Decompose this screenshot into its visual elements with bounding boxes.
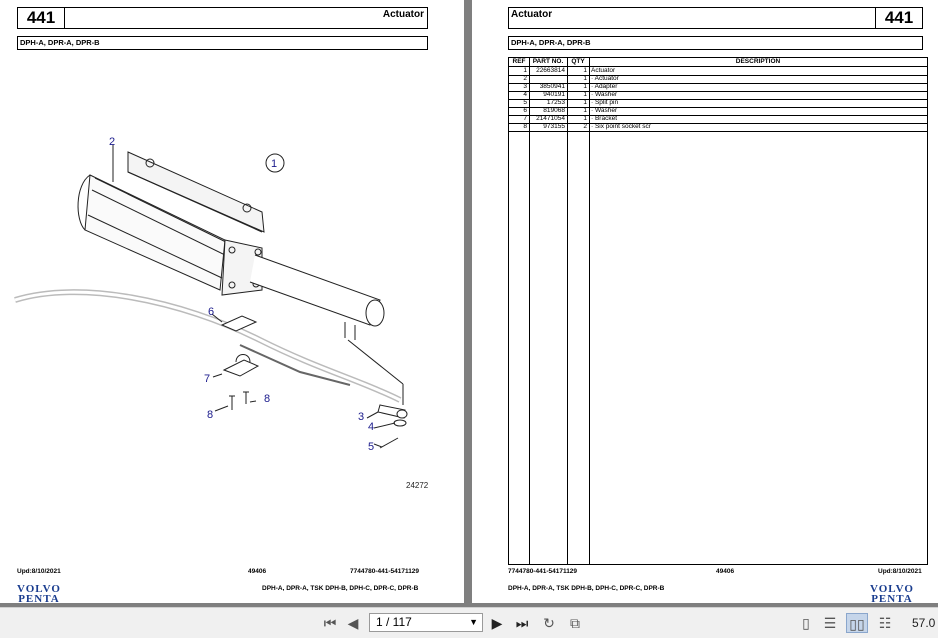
single-page-icon[interactable]: ▯: [802, 615, 810, 631]
cell-part-no: 973155: [543, 123, 565, 130]
table-row: 6 819068 1 · Washer: [509, 107, 927, 116]
footer-updated: Upd:8/10/2021: [17, 568, 61, 575]
zoom-level[interactable]: 57.0: [912, 616, 936, 630]
fit-icon[interactable]: ⧉: [570, 615, 580, 631]
cell-description: · Six point socket scr: [591, 123, 651, 130]
table-row: 1 22663814 1 Actuator: [509, 67, 927, 76]
section-title: Actuator: [382, 9, 424, 20]
cell-description: · Washer: [591, 91, 618, 98]
exploded-diagram: 2 1 6 7 8 8 3 4 5 24272: [14, 136, 429, 490]
split-pin-5: [379, 437, 399, 449]
cell-description: · Washer: [591, 107, 618, 114]
cell-ref: 5: [523, 99, 527, 106]
cell-part-no: 17253: [546, 99, 565, 106]
first-page-icon[interactable]: ⏮: [323, 615, 337, 631]
callout-circle-1: [265, 153, 285, 173]
cell-qty: 1: [583, 99, 587, 106]
chevron-down-icon: ▼: [469, 617, 478, 627]
models-header: DPH-A, DPR-A, DPR-B: [17, 36, 428, 50]
table-row: 4 940191 1 · Washer: [509, 91, 927, 100]
table-row: 5 17253 1 · Split pin: [509, 99, 927, 108]
callout-4: 4: [368, 421, 374, 433]
callout-2: 2: [109, 136, 115, 148]
figure-number: 24272: [406, 481, 429, 490]
cell-part-no: 21471054: [536, 115, 565, 122]
rotate-icon[interactable]: ↻: [543, 615, 555, 631]
callout-8a: 8: [207, 409, 213, 421]
actuator-rod: [249, 254, 381, 326]
cell-ref: 8: [523, 123, 527, 130]
callout-7: 7: [204, 373, 210, 385]
table-row: 7 21471054 1 · Bracket: [509, 115, 927, 124]
header-description: DESCRIPTION: [735, 58, 781, 65]
callout-5: 5: [368, 441, 374, 453]
callout-1: 1: [271, 158, 277, 170]
prev-page-icon[interactable]: ◀: [347, 615, 359, 631]
section-title: Actuator: [511, 9, 553, 20]
bracket-7: [222, 359, 260, 377]
right-page: Actuator 441 DPH-A, DPR-A, DPR-B REF PAR…: [472, 0, 938, 605]
page-selector[interactable]: 1 / 117 ▼: [369, 613, 483, 632]
table-row: 2 1 · Actuator: [509, 75, 927, 84]
footer-doc-ref: 7744780-441-54171129: [508, 568, 578, 575]
footer-updated: Upd:8/10/2021: [878, 568, 922, 575]
cell-ref: 3: [523, 83, 527, 90]
next-page-icon[interactable]: ▶: [491, 615, 503, 631]
continuous-icon[interactable]: ☰: [823, 615, 837, 631]
callout-6: 6: [208, 306, 214, 318]
section-number: 441: [875, 8, 922, 28]
header-part-no: PART NO.: [532, 58, 564, 65]
page-header: Actuator 441: [508, 7, 923, 29]
screw-8b: [243, 391, 249, 404]
cell-description: Actuator: [591, 67, 616, 74]
table-row: 8 973155 2 · Six point socket scr: [509, 123, 927, 132]
cell-qty: 1: [583, 107, 587, 114]
callout-8b: 8: [264, 393, 270, 405]
cell-qty: 1: [583, 91, 587, 98]
cell-part-no: 3850941: [539, 83, 565, 90]
cell-qty: 1: [583, 75, 587, 82]
table-row: 3 3850941 1 · Adapter: [509, 83, 927, 92]
cell-ref: 2: [523, 75, 527, 82]
cell-qty: 1: [583, 83, 587, 90]
cell-qty: 1: [583, 115, 587, 122]
cell-description: · Adapter: [591, 83, 618, 90]
footer-models: DPH-A, DPR-A, TSK DPH-B, DPH-C, DPR-C, D…: [262, 585, 419, 592]
cell-part-no: 940191: [543, 91, 565, 98]
cell-ref: 7: [523, 115, 527, 122]
last-page-icon[interactable]: ⏭: [515, 615, 529, 631]
page-header: 441 Actuator: [17, 7, 428, 29]
cell-ref: 4: [523, 91, 527, 98]
page-indicator: 1 / 117: [376, 615, 412, 629]
left-page: 441 Actuator DPH-A, DPR-A, DPR-B: [0, 0, 464, 605]
washer-4: [393, 419, 407, 427]
cell-qty: 2: [583, 123, 587, 130]
cell-part-no: 22663814: [536, 67, 565, 74]
cell-part-no: 819068: [543, 107, 565, 114]
cell-description: · Bracket: [591, 115, 618, 122]
table-header: REF PART NO. QTY DESCRIPTION: [509, 58, 927, 67]
header-ref: REF: [512, 58, 526, 65]
footer-code: 49406: [716, 568, 735, 575]
footer-models: DPH-A, DPR-A, TSK DPH-B, DPH-C, DPR-C, D…: [508, 585, 665, 592]
cell-description: · Split pin: [591, 99, 619, 106]
cell-description: · Actuator: [591, 75, 619, 82]
cell-ref: 6: [523, 107, 527, 114]
footer-code: 49406: [248, 568, 267, 575]
section-number: 441: [18, 8, 65, 28]
models-header: DPH-A, DPR-A, DPR-B: [508, 36, 923, 50]
header-qty: QTY: [571, 58, 585, 65]
footer-doc-ref: 7744780-441-54171129: [350, 568, 420, 575]
two-page-continuous-icon[interactable]: ☷: [878, 615, 892, 631]
cell-ref: 1: [523, 67, 527, 74]
screw-8a: [229, 395, 235, 410]
washer-6: [220, 315, 258, 332]
callout-3: 3: [358, 411, 364, 423]
two-page-icon[interactable]: ▯▯: [846, 613, 868, 633]
cell-qty: 1: [583, 67, 587, 74]
viewer-toolbar: ⏮ ◀ 1 / 117 ▼ ▶ ⏭ ↻ ⧉ ▯ ☰ ▯▯ ☷ 57.0: [0, 607, 938, 638]
